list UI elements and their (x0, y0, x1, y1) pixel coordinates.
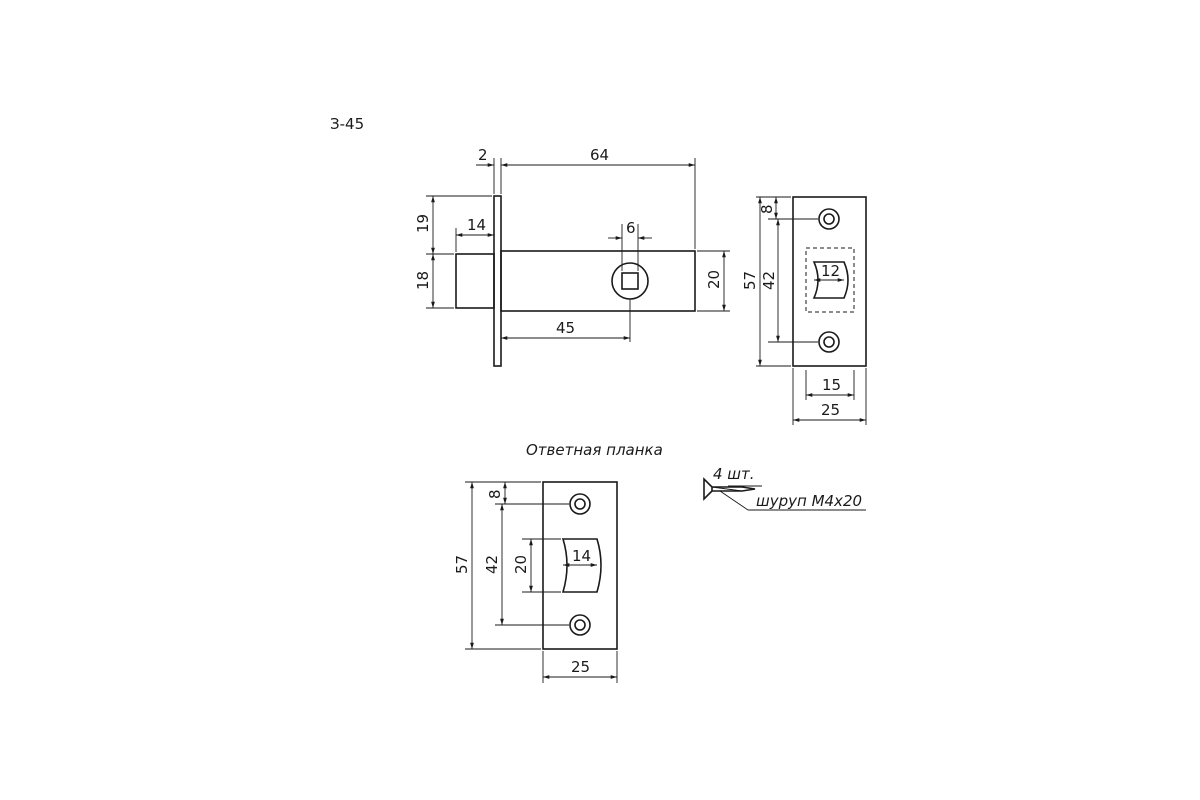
dim-strike-width: 25 (571, 658, 590, 676)
strike-hole-bottom (569, 614, 591, 636)
latch-bolt (455, 253, 495, 309)
dim-faceplate-hole-offset: 8 (758, 204, 776, 214)
latch-front-plate (493, 195, 502, 367)
dim-bolt-offset: 19 (414, 214, 432, 233)
dim-spindle: 6 (626, 219, 636, 237)
screw-quantity: 4 шт. (713, 465, 755, 483)
dim-strike-hole-spacing: 42 (483, 555, 501, 574)
faceplate-front-view: 8 57 42 12 15 25 (741, 196, 867, 425)
spindle-hole (611, 262, 649, 300)
latch-body (500, 250, 696, 312)
dim-faceplate-inner-width: 15 (822, 376, 841, 394)
dim-plate-thickness: 2 (478, 146, 488, 164)
screw-illustration: 4 шт. шуруп М4х20 (703, 465, 866, 511)
dim-faceplate-width: 25 (821, 401, 840, 419)
strike-plate-view: 8 57 42 20 14 25 (453, 481, 618, 683)
latch-side-view: 2 64 19 18 14 6 20 45 (414, 146, 730, 367)
dim-body-height: 20 (705, 270, 723, 289)
faceplate-dashed-area (805, 247, 855, 313)
faceplate-bolt-window (812, 261, 849, 299)
dim-strike-hole-offset: 8 (486, 489, 504, 499)
model-label: З-45 (330, 115, 364, 133)
strike-plate-title: Ответная планка (526, 441, 663, 459)
dim-backset: 45 (556, 319, 575, 337)
screw-name: шуруп М4х20 (756, 492, 862, 510)
strike-window (561, 538, 602, 593)
strike-plate-outline (542, 481, 618, 650)
dim-body-length: 64 (590, 146, 609, 164)
faceplate-hole-bottom (818, 331, 840, 353)
dim-faceplate-window: 12 (821, 262, 840, 280)
spindle-square (621, 272, 639, 290)
dim-bolt-height: 18 (414, 271, 432, 290)
dim-faceplate-height: 57 (741, 271, 759, 290)
faceplate-outline (792, 196, 867, 367)
dim-strike-height: 57 (453, 555, 471, 574)
faceplate-hole-top (818, 208, 840, 230)
screw-head (703, 477, 713, 501)
dim-strike-window-height: 20 (512, 555, 530, 574)
screw-shank (712, 486, 756, 492)
dim-faceplate-hole-spacing: 42 (760, 271, 778, 290)
strike-hole-top (569, 493, 591, 515)
dim-strike-window: 14 (572, 547, 591, 565)
dim-bolt-length: 14 (467, 216, 486, 234)
